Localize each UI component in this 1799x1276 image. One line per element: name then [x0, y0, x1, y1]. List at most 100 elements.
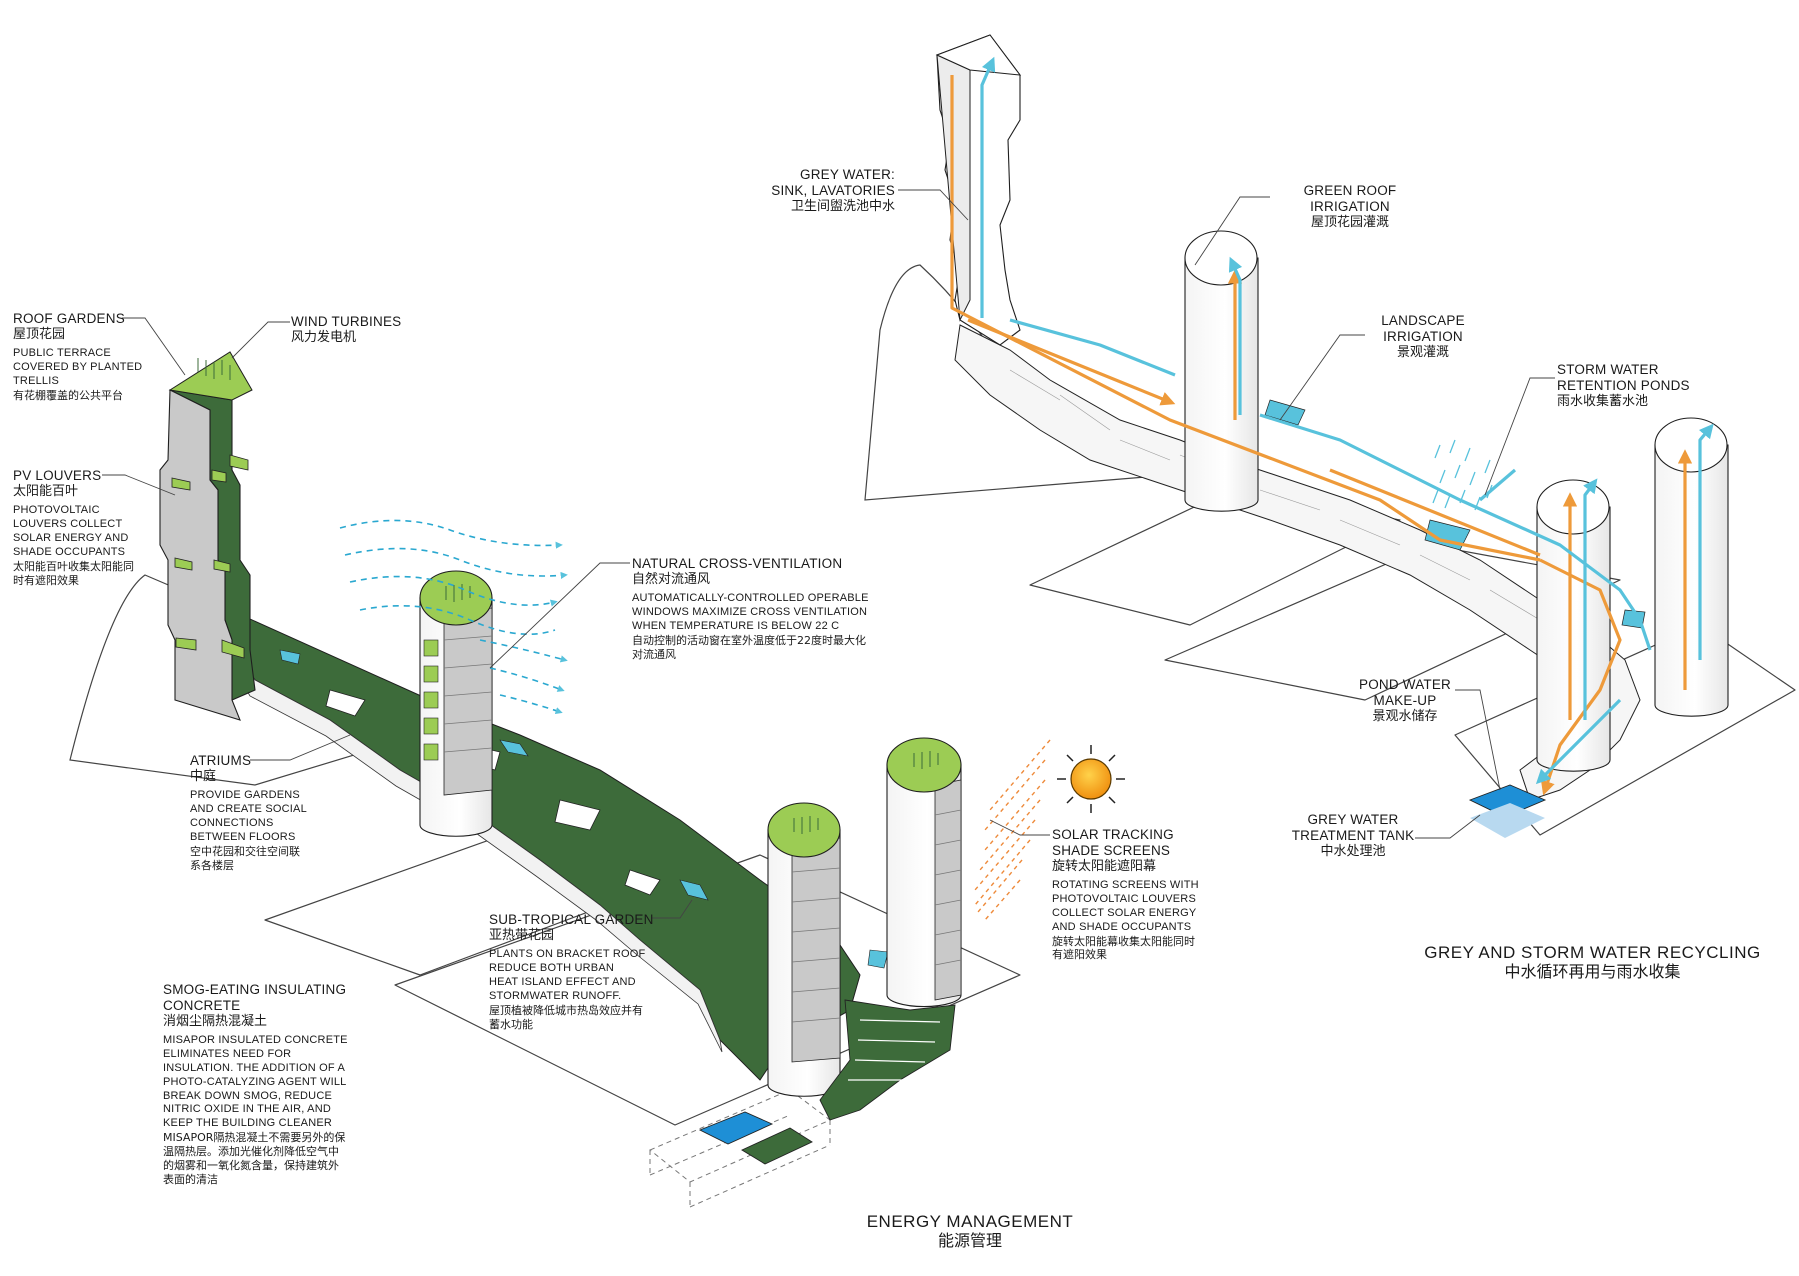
ventilation-arrows [339, 519, 568, 715]
solar-screens-title: SOLAR TRACKING [1052, 827, 1174, 842]
solar-screens-desc-line: COLLECT SOLAR ENERGY [1052, 906, 1197, 919]
wind-turbines-title: WIND TURBINES [291, 314, 402, 329]
label-subtropical-garden: SUB-TROPICAL GARDEN 亚热带花园 PLANTS ON BRAC… [489, 912, 654, 1031]
pv-louvers-desc-line: LOUVERS COLLECT [13, 518, 123, 531]
atriums-desc-zh: 系各楼层 [190, 858, 234, 872]
treatment-tank-below [1470, 803, 1545, 838]
smog-concrete-title: SMOG-EATING INSULATING [163, 982, 347, 997]
atrium-opening [325, 689, 366, 717]
solar-screens-desc-line: PHOTOVOLTAIC LOUVERS [1052, 893, 1196, 906]
landscape-irrigation-title: LANDSCAPE [1381, 313, 1465, 328]
smog-concrete-desc-zh: 温隔热层。添加光催化剂降低空气中 [163, 1145, 339, 1159]
atriums-title: ATRIUMS [190, 753, 252, 768]
storm-water-ponds-zh: 雨水收集蓄水池 [1557, 393, 1649, 409]
smog-concrete-desc-line: KEEP THE BUILDING CLEANER [163, 1117, 333, 1130]
pv-louver-slot [175, 637, 197, 651]
label-atriums: ATRIUMS 中庭 PROVIDE GARDENS AND CREATE SO… [190, 753, 307, 872]
smog-concrete-desc: MISAPOR INSULATED CONCRETE ELIMINATES NE… [163, 1034, 348, 1131]
energy-diagram [69, 317, 1125, 1208]
smog-concrete-title-zh: 消烟尘隔热混凝土 [163, 1013, 268, 1029]
pv-louvers-desc-line: PHOTOVOLTAIC [13, 504, 100, 517]
atriums-desc-line: PROVIDE GARDENS [190, 789, 300, 802]
smog-concrete-desc-line: INSULATION. THE ADDITION OF A [163, 1061, 346, 1074]
water-feature [679, 879, 709, 901]
roof-gardens-desc-line: TRELLIS [13, 374, 60, 387]
solar-screens-desc-zh: 旋转太阳能幕收集太阳能同时 [1052, 934, 1195, 948]
ventilation-desc-line: WINDOWS MAXIMIZE CROSS VENTILATION [632, 606, 868, 619]
roof-gardens-title: ROOF GARDENS [13, 311, 125, 326]
water-feature [867, 949, 889, 969]
label-grey-water-sink: GREY WATER: SINK, LAVATORIES 卫生间盥洗池中水 [735, 167, 895, 214]
pv-louver-slot [211, 469, 227, 483]
label-landscape-irrigation: LANDSCAPE IRRIGATION 景观灌溉 [1348, 313, 1498, 360]
subtropical-desc-zh: 蓄水功能 [489, 1017, 533, 1031]
water-title-zh: 中水循环再用与雨水收集 [1504, 962, 1681, 982]
energy-title: ENERGY MANAGEMENT [866, 1212, 1074, 1231]
pv-louver-slot [174, 557, 193, 571]
pv-louvers-desc-zh: 太阳能百叶收集太阳能同 [13, 559, 134, 573]
green-roof-irrigation-title: GREEN ROOF [1303, 183, 1397, 198]
subtropical-desc-line: HEAT ISLAND EFFECT AND [489, 975, 636, 988]
pv-louvers-desc-line: SOLAR ENERGY AND [13, 531, 129, 544]
ventilation-desc-zh: 自动控制的活动窗在室外温度低于22度时最大化 [632, 633, 866, 647]
smog-concrete-desc-line: BREAK DOWN SMOG, REDUCE [163, 1089, 333, 1102]
ventilation-desc: AUTOMATICALLY-CONTROLLED OPERABLE WINDOW… [632, 592, 869, 634]
pv-louver-slot [229, 454, 249, 471]
subtropical-desc-line: STORMWATER RUNOFF. [489, 989, 622, 1002]
treatment-tank-zh: 中水处理池 [1320, 843, 1386, 859]
roof-gardens-desc-zh: 有花棚覆盖的公共平台 [13, 388, 123, 402]
storm-water-flow [980, 56, 1714, 785]
grey-water-flow [950, 75, 1693, 796]
tower-3 [886, 737, 962, 1008]
label-treatment-tank: GREY WATER TREATMENT TANK 中水处理池 [1268, 812, 1438, 859]
pool-green [741, 1127, 813, 1165]
grey-water-sink-title: GREY WATER: [800, 167, 895, 182]
roof-gardens-desc-line: PUBLIC TERRACE [13, 347, 111, 360]
smog-concrete-desc-line: NITRIC OXIDE IN THE AIR, AND [163, 1103, 331, 1116]
rain-dashes [1432, 439, 1493, 511]
roof-gardens-title-zh: 屋顶花园 [13, 326, 66, 342]
solar-screens-desc-line: AND SHADE OCCUPANTS [1052, 920, 1192, 933]
solar-screens-desc-line: ROTATING SCREENS WITH [1052, 879, 1199, 892]
label-solar-screens: SOLAR TRACKING SHADE SCREENS 旋转太阳能遮阳幕 RO… [1052, 827, 1199, 962]
water-tower-3 [1654, 417, 1729, 717]
atriums-desc-line: BETWEEN FLOORS [190, 830, 296, 843]
slab-roof-garden [168, 351, 253, 401]
pond-makeup-title: POND WATER [1359, 677, 1451, 692]
subtropical-desc-line: REDUCE BOTH URBAN [489, 962, 615, 975]
pv-louver-slot [221, 639, 245, 659]
smog-concrete-desc-zh: 表面的清洁 [163, 1172, 218, 1186]
label-wind-turbines: WIND TURBINES 风力发电机 [291, 314, 401, 345]
ventilation-title-zh: 自然对流通风 [632, 571, 711, 587]
pv-louver-slot [213, 559, 231, 573]
pond-makeup-title: MAKE-UP [1373, 692, 1437, 708]
solar-rays [974, 739, 1051, 921]
label-pv-louvers: PV LOUVERS 太阳能百叶 PHOTOVOLTAIC LOUVERS CO… [13, 468, 134, 587]
water-diagram [864, 34, 1796, 839]
label-roof-gardens: ROOF GARDENS 屋顶花园 PUBLIC TERRACE COVERED… [13, 311, 142, 403]
smog-concrete-desc-line: PHOTO-CATALYZING AGENT WILL [163, 1075, 347, 1088]
smog-concrete-desc-zh: MISAPOR隔热混凝土不需要另外的保 [163, 1131, 346, 1145]
storm-water-ponds-title: RETENTION PONDS [1557, 377, 1690, 393]
pv-louvers-desc-zh: 时有遮阳效果 [13, 573, 79, 587]
subtropical-title: SUB-TROPICAL GARDEN [489, 912, 654, 927]
smog-concrete-desc-line: ELIMINATES NEED FOR [163, 1048, 292, 1061]
pond-makeup-zh: 景观水储存 [1372, 708, 1438, 724]
landscape-irrigation-title: IRRIGATION [1383, 328, 1463, 344]
smog-concrete-title: CONCRETE [163, 997, 241, 1013]
atriums-title-zh: 中庭 [190, 768, 217, 784]
leader-lines [898, 189, 1555, 839]
slab-building-face [159, 389, 241, 721]
atriums-desc-line: AND CREATE SOCIAL [190, 803, 307, 816]
water-feature [499, 739, 529, 757]
tower-1 [419, 570, 493, 837]
ventilation-desc-line: AUTOMATICALLY-CONTROLLED OPERABLE [632, 592, 869, 605]
sun-icon [1057, 745, 1125, 813]
energy-title-zh: 能源管理 [937, 1231, 1002, 1251]
subtropical-desc-line: PLANTS ON BRACKET ROOF [489, 948, 646, 961]
tower-2 [767, 802, 841, 1097]
pv-louvers-desc-line: SHADE OCCUPANTS [13, 545, 126, 558]
subtropical-desc: PLANTS ON BRACKET ROOF REDUCE BOTH URBAN… [489, 948, 654, 1003]
